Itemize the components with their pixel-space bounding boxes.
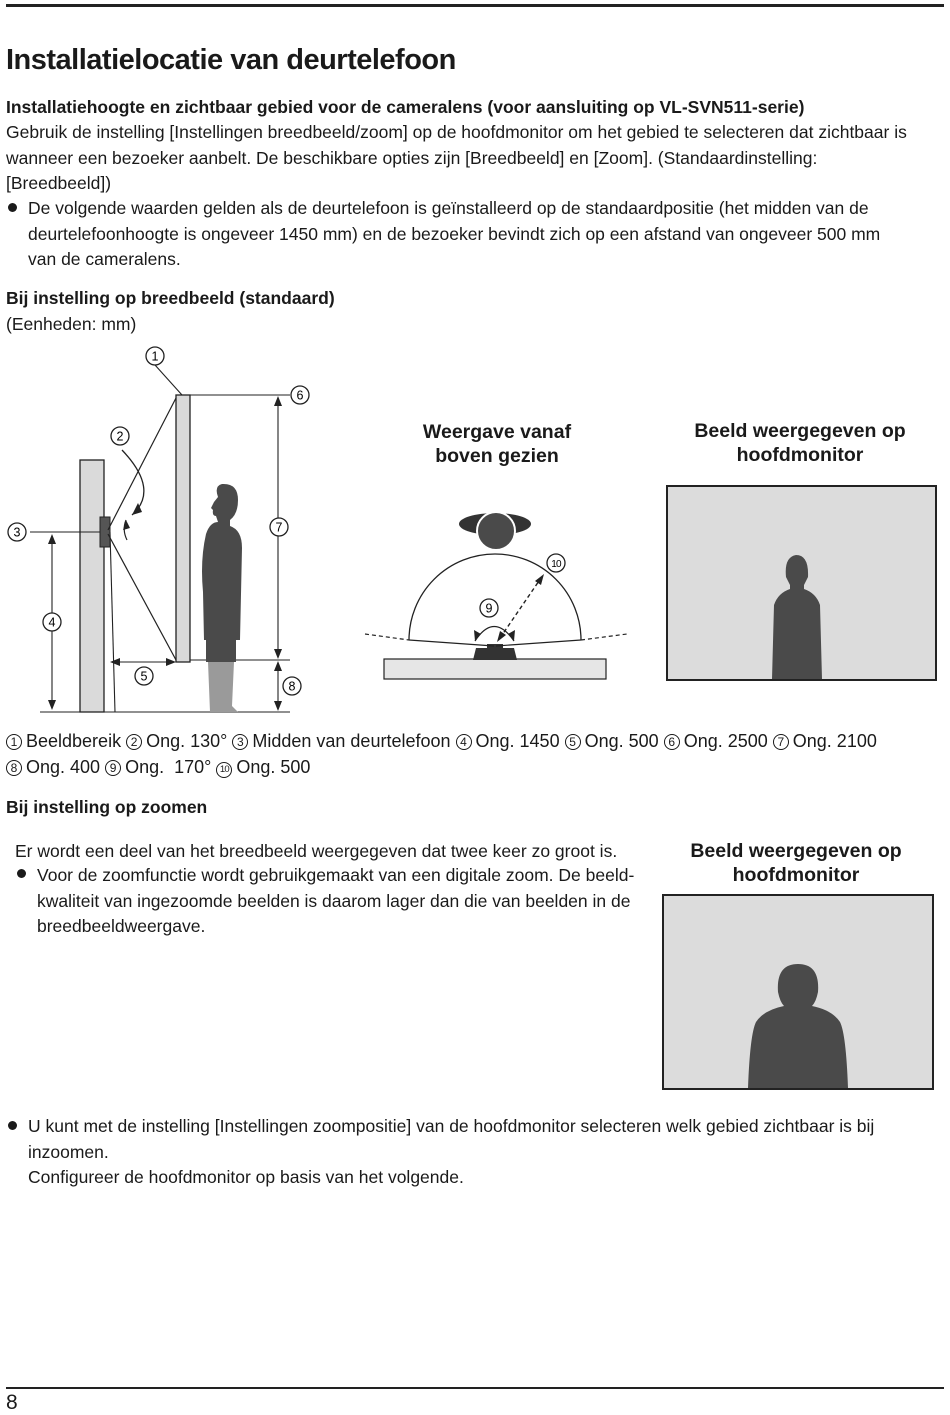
page-number: 8 — [6, 1391, 18, 1414]
head-top — [476, 511, 516, 551]
legend-text: Ong. 400 — [26, 757, 101, 777]
legend-marker: 3 — [232, 734, 249, 750]
marker-10-label: 10 — [551, 559, 562, 570]
top-rule — [6, 4, 944, 7]
marker-4-label: 4 — [49, 616, 56, 630]
visitor-silhouette-zoomed — [748, 964, 848, 1088]
view-angle-arc — [408, 553, 582, 641]
wall — [79, 459, 105, 713]
monitor-screen-zoom — [662, 894, 934, 1090]
marker-6-label: 6 — [297, 389, 304, 403]
bullet-dot — [17, 869, 26, 878]
legend-marker: 7 — [772, 734, 789, 750]
zoom-position-paragraph: U kunt met de instelling [Instellingen z… — [28, 1114, 874, 1191]
caption-line: Weergave vanaf — [422, 421, 572, 443]
monitor-caption-zoom: Beeld weergegeven op hoofdmonitor — [666, 839, 926, 887]
side-view-diagram: 1 2 3 4 5 6 7 8 — [7, 346, 310, 713]
marker-7-label: 7 — [276, 521, 283, 535]
intro-paragraph: Gebruik de instelling [Instellingen bree… — [6, 120, 907, 197]
legend-marker: 1 — [6, 734, 22, 750]
legend-text: Beeldbereik — [26, 731, 122, 751]
page-title: Installatielocatie van deurtelefoon — [6, 44, 456, 76]
configure-line: Configureer de hoofdmonitor op basis van… — [28, 1167, 464, 1187]
bullet-line: U kunt met de instelling [Instellingen z… — [28, 1116, 875, 1136]
bullet-paragraph-standard-position: De volgende waarden gelden als de deurte… — [28, 196, 880, 273]
legend-text: Ong. 500 — [236, 757, 311, 777]
units-note: (Eenheden: mm) — [6, 314, 137, 334]
bullet-line: Voor de zoomfunctie wordt gebruikgemaakt… — [37, 865, 635, 885]
zoom-heading: Bij instelling op zoomen — [6, 797, 208, 817]
bullet-line: kwaliteit van ingezoomde beelden is daar… — [37, 890, 631, 911]
wall-top-view — [383, 658, 607, 680]
caption-line: hoofdmonitor — [736, 444, 864, 466]
caption-line: hoofdmonitor — [732, 864, 860, 886]
monitor-caption-wide: Beeld weergegeven op hoofdmonitor — [670, 419, 930, 467]
visitor-silhouette — [202, 483, 242, 712]
section-heading-installation-height: Installatiehoogte en zichtbaar gebied vo… — [6, 97, 805, 117]
bullet-dot — [8, 203, 17, 212]
marker-9-label: 9 — [486, 602, 493, 616]
bullet-dot — [8, 1121, 17, 1130]
marker-1-label: 1 — [152, 350, 159, 364]
legend-marker: 8 — [6, 760, 22, 776]
legend-text: Ong. 1450 — [475, 731, 560, 751]
legend-text: Ong. 130° — [146, 731, 228, 751]
marker-10: 10 — [546, 553, 566, 573]
caption-line: boven gezien — [435, 445, 559, 467]
bullet-line: breedbeeldweergave. — [37, 916, 206, 936]
marker-5-label: 5 — [141, 670, 148, 684]
marker-6: 6 — [290, 385, 310, 405]
caption-line: Beeld weergegeven op — [690, 840, 902, 862]
legend-text: Midden van deurtelefoon — [252, 731, 451, 751]
marker-4: 4 — [42, 612, 62, 632]
bullet-line: deurtelefoonhoogte is ongeveer 1450 mm) … — [28, 223, 881, 244]
marker-7: 7 — [269, 517, 289, 537]
legend-text: Ong. 170° — [125, 757, 212, 777]
zoom-description: Er wordt een deel van het breedbeeld wee… — [15, 841, 618, 861]
marker-2-label: 2 — [117, 430, 124, 444]
intro-line: wanneer een bezoeker aanbelt. De beschik… — [6, 147, 818, 168]
top-view-diagram: 9 10 — [364, 511, 628, 680]
legend-marker: 4 — [455, 734, 472, 750]
marker-9: 9 — [479, 598, 499, 618]
marker-3-label: 3 — [14, 526, 21, 540]
legend-text: Ong. 500 — [584, 731, 659, 751]
intro-line: Gebruik de instelling [Instellingen bree… — [6, 122, 907, 142]
monitor-screen-wide — [666, 485, 937, 681]
bullet-line: van de cameralens. — [28, 249, 181, 269]
zoom-bullet-paragraph: Voor de zoomfunctie wordt gebruikgemaakt… — [37, 863, 634, 940]
marker-1: 1 — [145, 346, 165, 366]
bullet-line: De volgende waarden gelden als de deurte… — [28, 198, 869, 218]
wide-heading: Bij instelling op breedbeeld (standaard) — [6, 288, 335, 308]
legend-marker: 10 — [216, 761, 233, 778]
door-intercom-top — [473, 648, 517, 660]
image-range-plane — [175, 394, 191, 663]
caption-line: Beeld weergegeven op — [694, 420, 906, 442]
bottom-rule — [6, 1387, 944, 1389]
marker-2: 2 — [110, 426, 130, 446]
legend-marker: 5 — [564, 734, 581, 750]
door-intercom — [99, 516, 111, 548]
bullet-line: inzoomen. — [28, 1141, 109, 1162]
marker-3: 3 — [7, 522, 27, 542]
legend-marker: 9 — [105, 760, 122, 776]
marker-5: 5 — [134, 666, 154, 686]
marker-8-label: 8 — [289, 680, 296, 694]
top-view-caption: Weergave vanaf boven gezien — [397, 420, 597, 468]
visitor-silhouette-small — [772, 555, 822, 679]
marker-8: 8 — [282, 676, 302, 696]
legend-text: Ong. 2500 — [683, 731, 768, 751]
legend-marker: 2 — [126, 734, 143, 750]
intro-line: [Breedbeeld]) — [6, 173, 112, 193]
legend-marker: 6 — [663, 734, 680, 750]
legend-text: Ong. 2100 — [792, 731, 877, 751]
